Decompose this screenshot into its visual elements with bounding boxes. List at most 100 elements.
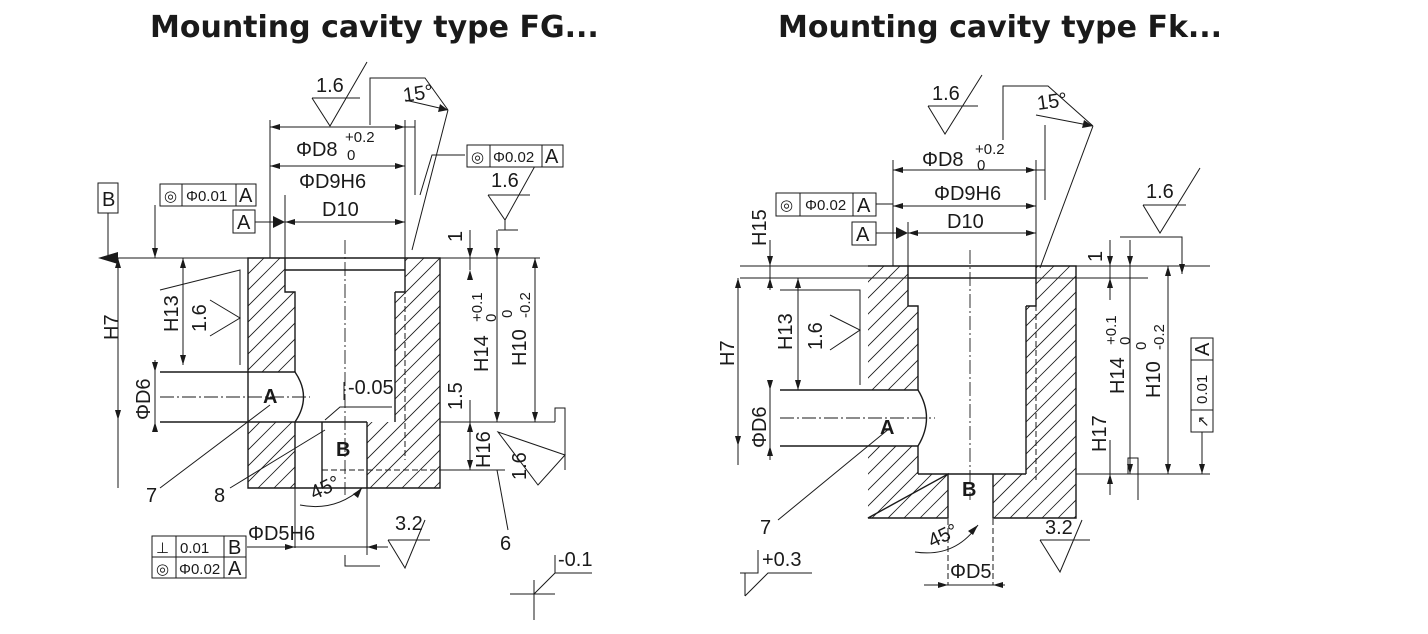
right-h14-upper: +0.1 <box>1103 315 1120 345</box>
left-d5-label: ΦD5H6 <box>248 523 315 545</box>
left-fcf-perp-tol: 0.01 <box>180 540 209 557</box>
left-datum-a-text: A <box>237 212 251 234</box>
right-hidden-lines <box>947 278 1037 585</box>
right-h10-upper: 0 <box>1133 342 1150 350</box>
left-h13-label: H13 <box>161 295 183 332</box>
hatch-line <box>248 258 295 488</box>
hatch-line <box>993 266 1076 518</box>
hatch-line <box>868 266 948 518</box>
left-callout-8: 8 <box>214 485 225 507</box>
right-angle-45: 45° <box>925 520 962 553</box>
hatch-line <box>868 266 901 518</box>
left-h10-upper: 0 <box>499 310 516 318</box>
right-h17-label: H17 <box>1089 415 1111 452</box>
left-fcf-tl-tol: Φ0.01 <box>186 188 227 205</box>
left-callout-6: 6 <box>500 533 511 555</box>
left-h10-label: H10 <box>509 329 531 366</box>
hatch-line <box>367 258 440 488</box>
title-left: Mounting cavity type FG... <box>150 10 599 45</box>
hatch-line <box>868 266 917 518</box>
left-roughness-right: 1.6 <box>491 170 519 192</box>
right-drawing: 1.6 15° ΦD8 +0.2 0 ΦD9H6 D10 ◎ Φ0.02 A A… <box>717 74 1214 597</box>
hatch-line <box>248 258 295 488</box>
left-lower-bore <box>294 422 368 488</box>
hatch-line <box>248 258 295 488</box>
right-h10-lower: -0.2 <box>1151 324 1168 350</box>
left-datum-b-label: B <box>336 439 350 461</box>
hatch-line <box>369 258 440 488</box>
left-h14-lower: 0 <box>483 314 500 322</box>
hatch-line <box>919 266 948 518</box>
hatch-line <box>868 266 948 518</box>
right-body-hatch-left <box>868 266 948 518</box>
hatch-line <box>1025 266 1076 518</box>
hatch-line <box>367 258 440 488</box>
left-fcf-tl-ref: A <box>239 185 253 207</box>
hatch-line <box>1009 266 1076 518</box>
right-cross-hole <box>780 389 928 447</box>
left-h14-label: H14 <box>471 335 493 372</box>
hatch-line <box>248 258 295 488</box>
left-datum-a-label: A <box>263 386 277 408</box>
hatch-line <box>248 258 265 488</box>
hatch-line <box>1057 266 1076 518</box>
right-runout-ref: A <box>1192 342 1214 356</box>
left-fcf-conc-tol: Φ0.02 <box>179 561 220 578</box>
hatch-line <box>248 258 249 488</box>
hatch-line <box>248 258 295 488</box>
hatch-line <box>868 266 885 518</box>
right-dim-1: 1 <box>1085 251 1107 262</box>
hatch-line <box>993 266 1023 518</box>
right-datum-a-label: A <box>880 417 894 439</box>
hatch-line <box>248 258 295 488</box>
left-fcf-tr-sym: ◎ <box>471 149 484 166</box>
right-h7-label: H7 <box>717 340 739 366</box>
left-hidden-lines <box>322 270 440 471</box>
right-plus03: +0.3 <box>762 549 801 571</box>
left-bore <box>284 258 406 422</box>
left-fcf-top-left <box>159 183 257 207</box>
left-roughness-h13: 1.6 <box>189 304 211 332</box>
right-fcf-runout <box>1190 337 1214 433</box>
left-dim-1-5: 1.5 <box>445 382 467 410</box>
right-d6-label: ΦD6 <box>749 406 771 448</box>
hatch-line <box>887 266 948 518</box>
left-fcf-perp-ref: B <box>228 537 241 559</box>
left-datum-b-box <box>97 182 119 214</box>
hatch-line <box>367 258 440 488</box>
title-right: Mounting cavity type Fk... <box>778 10 1223 45</box>
left-angle-45: 45° <box>307 472 344 505</box>
hatch-line <box>993 266 1076 518</box>
hatch-line <box>993 266 1076 518</box>
hatch-line <box>868 266 869 518</box>
left-angle-15: 15° <box>402 81 435 107</box>
hatch-line <box>993 266 1076 518</box>
left-d6-label: ΦD6 <box>133 378 155 420</box>
left-roughness-top: 1.6 <box>316 75 344 97</box>
left-d8-upper: +0.2 <box>345 129 375 146</box>
right-h10-label: H10 <box>1143 361 1165 398</box>
right-h13-label: H13 <box>775 313 797 350</box>
hatch-line <box>367 258 440 488</box>
hatch-line <box>385 258 440 488</box>
right-datum-a-text: A <box>856 224 870 246</box>
right-roughness-bottom: 3.2 <box>1045 517 1073 539</box>
left-body-hatch-left <box>248 258 295 488</box>
left-drawing: 1.6 15° ΦD8 +0.2 0 ΦD9H6 D10 B ◎ Φ0.01 A… <box>97 61 592 620</box>
right-h15-label: H15 <box>749 209 771 246</box>
hatch-line <box>868 266 948 518</box>
left-fcf-top-right <box>466 144 564 168</box>
right-d8-lower: 0 <box>977 157 985 174</box>
hatch-line <box>868 266 933 518</box>
left-fcf-tr-ref: A <box>545 146 559 168</box>
right-roughness-h13: 1.6 <box>805 322 827 350</box>
hatch-line <box>367 258 440 488</box>
hatch-line <box>868 266 948 518</box>
left-d8-label: ΦD8 <box>296 139 338 161</box>
right-fcf-tol: Φ0.02 <box>805 197 846 214</box>
hatch-line <box>903 266 948 518</box>
right-d10-label: D10 <box>947 211 984 233</box>
hatch-line <box>868 266 948 518</box>
left-minus01: -0.1 <box>558 549 592 571</box>
left-roughness-bottom: 3.2 <box>395 513 423 535</box>
